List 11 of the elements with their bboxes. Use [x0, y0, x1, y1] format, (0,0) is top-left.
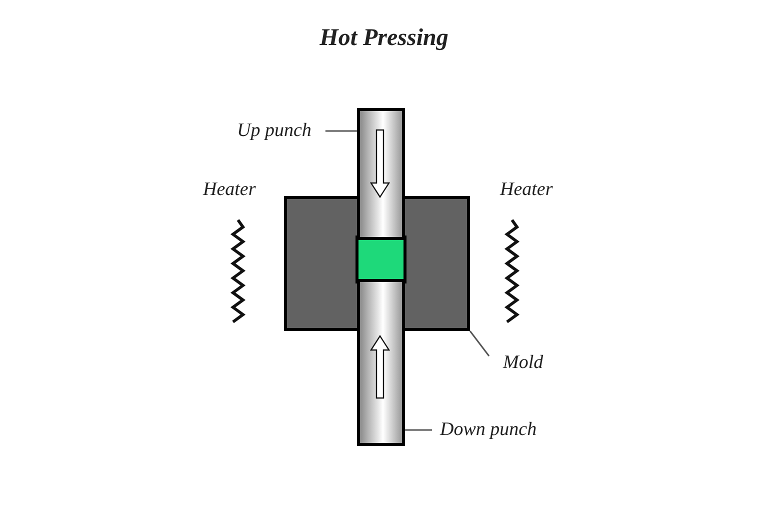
part-label: Mold: [503, 352, 544, 374]
lower-punch: [357, 279, 405, 446]
part-label: Up punch: [237, 120, 312, 142]
leader-line: [469, 330, 490, 356]
upper-punch: [357, 108, 405, 240]
leader-line: [405, 429, 432, 431]
heater-label: Heater: [500, 179, 553, 201]
diagram-title: Hot Pressing: [318, 24, 450, 52]
leader-line: [325, 130, 357, 132]
heater-label: Heater: [203, 179, 256, 201]
part-label: Down punch: [440, 419, 537, 441]
